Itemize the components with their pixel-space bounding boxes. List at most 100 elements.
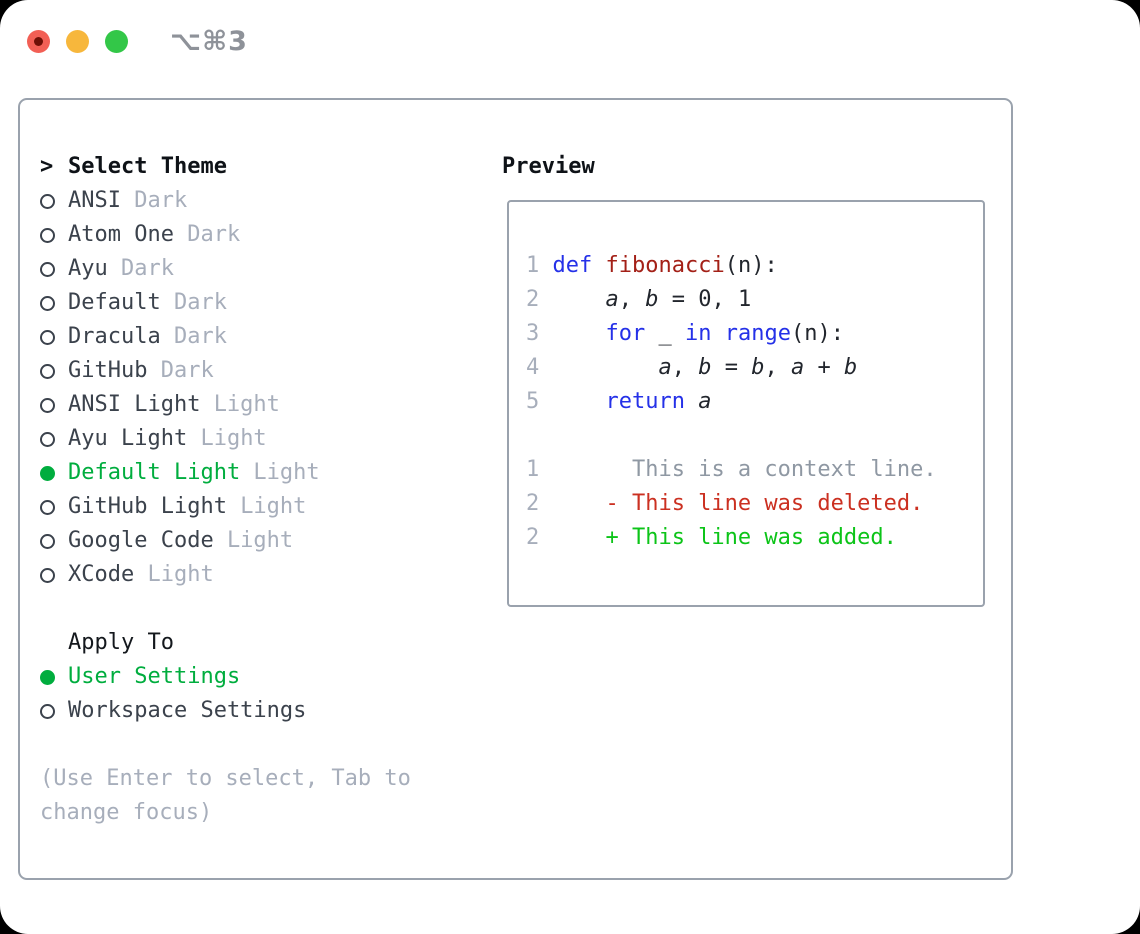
code-segment [552,491,605,516]
code-segment: + This line was added. [605,525,897,550]
theme-name: ANSI Light [68,392,201,417]
radio-icon [40,329,68,345]
radio-icon [40,431,68,447]
zoom-button[interactable] [105,30,128,53]
code-segment: a [698,389,712,414]
apply-option-workspace-settings[interactable]: Workspace Settings [40,694,411,728]
theme-option-ayu[interactable]: Ayu Dark [40,252,411,286]
code-segment [552,525,605,550]
radio-icon [40,703,68,719]
theme-option-ansi[interactable]: ANSI Dark [40,184,411,218]
radio-icon [40,533,68,549]
radio-icon [40,261,68,277]
close-button[interactable] [27,30,50,53]
code-line: 1 This is a context line. [526,453,937,487]
theme-variant: Light [200,426,267,451]
radio-icon [40,397,68,413]
code-segment: + [804,355,844,380]
theme-option-google-code[interactable]: Google Code Light [40,524,411,558]
code-segment: , [764,355,791,380]
code-segment: return [605,389,685,414]
line-number: 1 [526,253,540,278]
code-segment [552,389,605,414]
code-segment [711,321,724,346]
theme-variant: Dark [160,358,214,383]
code-segment: in [684,321,712,346]
radio-dot [40,329,55,345]
theme-name: GitHub [68,358,148,383]
code-line: 2 - This line was deleted. [526,487,937,521]
apply-option-label: Workspace Settings [68,698,307,723]
code-segment: def [552,253,593,278]
apply-option-label: User Settings [68,664,241,689]
code-segment: This is a context line. [631,457,937,482]
theme-variant: Dark [134,188,188,213]
radio-dot [40,227,55,243]
code-segment: b [698,355,712,380]
line-number: 2 [526,491,540,516]
radio-dot [40,261,55,277]
minimize-button[interactable] [66,30,89,53]
code-segment [685,389,698,414]
theme-variant: Light [226,528,294,553]
radio-dot [40,567,55,583]
theme-name: Atom One [68,222,174,247]
theme-name: Ayu [68,256,108,281]
code-segment: b [843,355,858,380]
theme-option-ansi-light[interactable]: ANSI Light Light [40,388,411,422]
window-title: ⌥⌘3 [170,26,248,57]
theme-variant: Light [147,562,214,587]
spacer [40,592,411,626]
code-segment: a [605,287,619,312]
line-number: 4 [526,355,540,380]
code-segment: range [724,321,791,346]
code-line: 2 a, b = 0, 1 [526,283,937,317]
radio-dot [40,363,55,379]
radio-icon [40,227,68,243]
select-theme-label: Select Theme [68,154,227,179]
theme-option-atom-one[interactable]: Atom One Dark [40,218,411,252]
code-segment: b [645,287,659,312]
code-segment: (n): [790,321,844,346]
radio-icon [40,567,68,583]
theme-option-github[interactable]: GitHub Dark [40,354,411,388]
theme-variant: Light [213,392,280,417]
radio-dot [40,533,55,549]
code-segment: a [790,355,805,380]
theme-name: GitHub Light [68,494,227,519]
radio-selected-icon [40,669,68,685]
theme-name: Google Code [68,528,214,553]
radio-icon [40,363,68,379]
line-number: 2 [526,287,540,312]
spacer [40,728,411,762]
theme-variant: Dark [187,222,241,247]
code-segment: a [658,355,672,380]
code-segment: - This line was deleted. [605,491,924,516]
code-segment [552,457,631,482]
theme-variant: Dark [120,256,174,281]
code-segment [552,287,605,312]
theme-variant: Light [253,460,320,485]
code-line [526,419,937,453]
radio-dot [40,465,55,481]
theme-variant: Dark [173,324,227,349]
code-segment: , [671,355,699,380]
radio-icon [40,193,68,209]
titlebar: ⌥⌘3 [27,26,248,57]
theme-name: ANSI [68,188,121,213]
apply-option-user-settings[interactable]: User Settings [40,660,411,694]
radio-dot [40,499,55,515]
line-number: 1 [526,457,540,482]
code-segment: for [605,321,646,346]
radio-dot [40,295,55,311]
